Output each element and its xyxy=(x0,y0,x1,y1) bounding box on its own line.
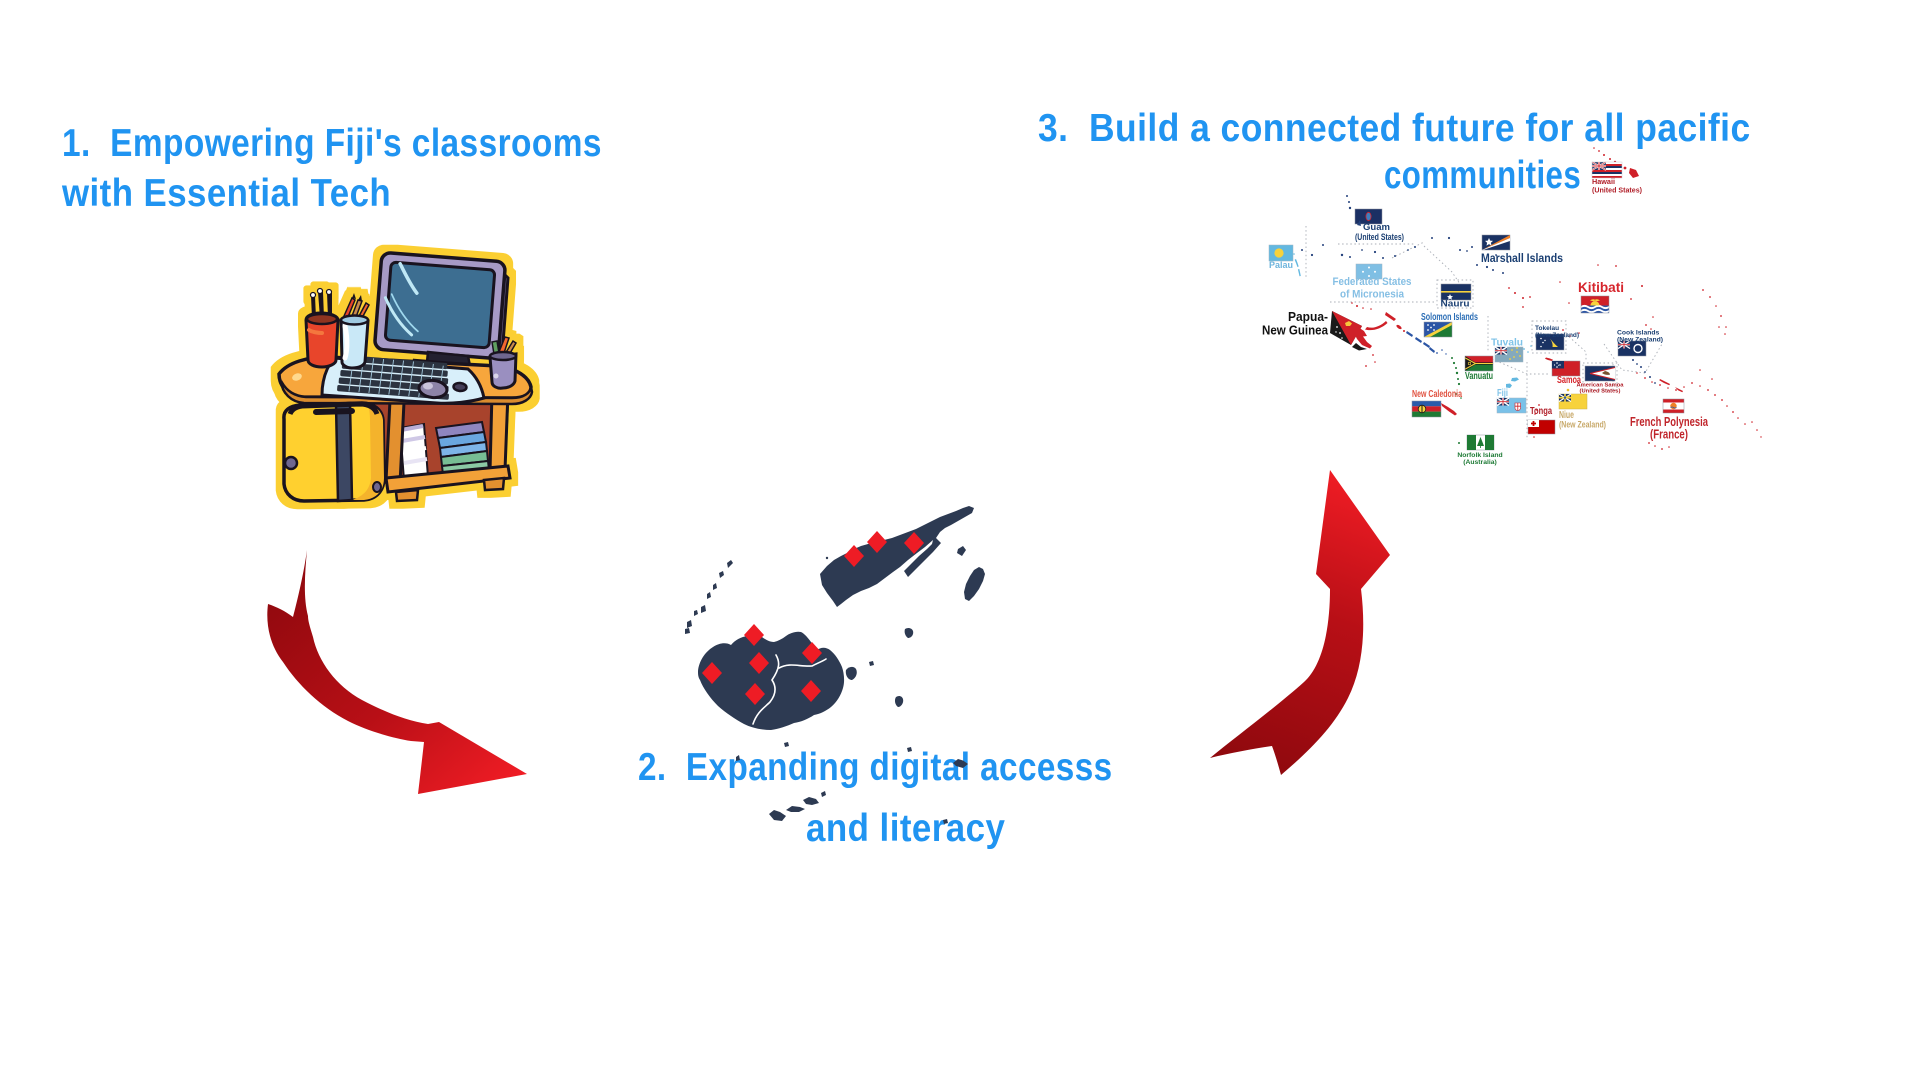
svg-text:Solomon Islands: Solomon Islands xyxy=(1421,312,1478,323)
svg-text:American Samoa: American Samoa xyxy=(1576,383,1624,389)
svg-text:(New Zealand): (New Zealand) xyxy=(1535,332,1579,339)
svg-text:(United States): (United States) xyxy=(1592,188,1642,195)
svg-text:Niue: Niue xyxy=(1559,409,1574,421)
svg-text:(Australia): (Australia) xyxy=(1463,459,1497,466)
svg-text:(France): (France) xyxy=(1650,428,1688,442)
svg-text:Norfolk Island: Norfolk Island xyxy=(1457,452,1502,459)
svg-text:Cook Islands: Cook Islands xyxy=(1617,330,1660,337)
svg-text:Federated States: Federated States xyxy=(1333,276,1412,288)
svg-text:(United States): (United States) xyxy=(1355,232,1404,242)
svg-text:Tonga: Tonga xyxy=(1530,405,1552,417)
svg-text:French Polynesia: French Polynesia xyxy=(1630,415,1709,429)
svg-text:Tuvalu: Tuvalu xyxy=(1491,337,1523,349)
svg-text:Vanuatu: Vanuatu xyxy=(1465,370,1493,382)
svg-text:Samoa: Samoa xyxy=(1557,374,1581,386)
svg-text:New Guinea: New Guinea xyxy=(1262,324,1329,338)
svg-text:Palau: Palau xyxy=(1269,260,1293,271)
svg-text:Marshall Islands: Marshall Islands xyxy=(1481,253,1563,265)
svg-text:Tokelau: Tokelau xyxy=(1535,325,1559,332)
svg-text:Papua-: Papua- xyxy=(1288,310,1328,324)
svg-text:of Micronesia: of Micronesia xyxy=(1340,289,1405,301)
svg-text:(New Zealand): (New Zealand) xyxy=(1559,420,1606,431)
svg-text:Hawaii: Hawaii xyxy=(1592,179,1615,186)
svg-text:Fiji: Fiji xyxy=(1497,387,1508,399)
svg-text:Guam: Guam xyxy=(1363,222,1390,232)
svg-text:(New Zealand): (New Zealand) xyxy=(1617,337,1663,344)
svg-text:Kitibati: Kitibati xyxy=(1578,280,1624,295)
svg-text:Nauru: Nauru xyxy=(1441,299,1470,310)
svg-text:(United States): (United States) xyxy=(1580,389,1621,395)
svg-text:New Caledonia: New Caledonia xyxy=(1412,389,1462,400)
